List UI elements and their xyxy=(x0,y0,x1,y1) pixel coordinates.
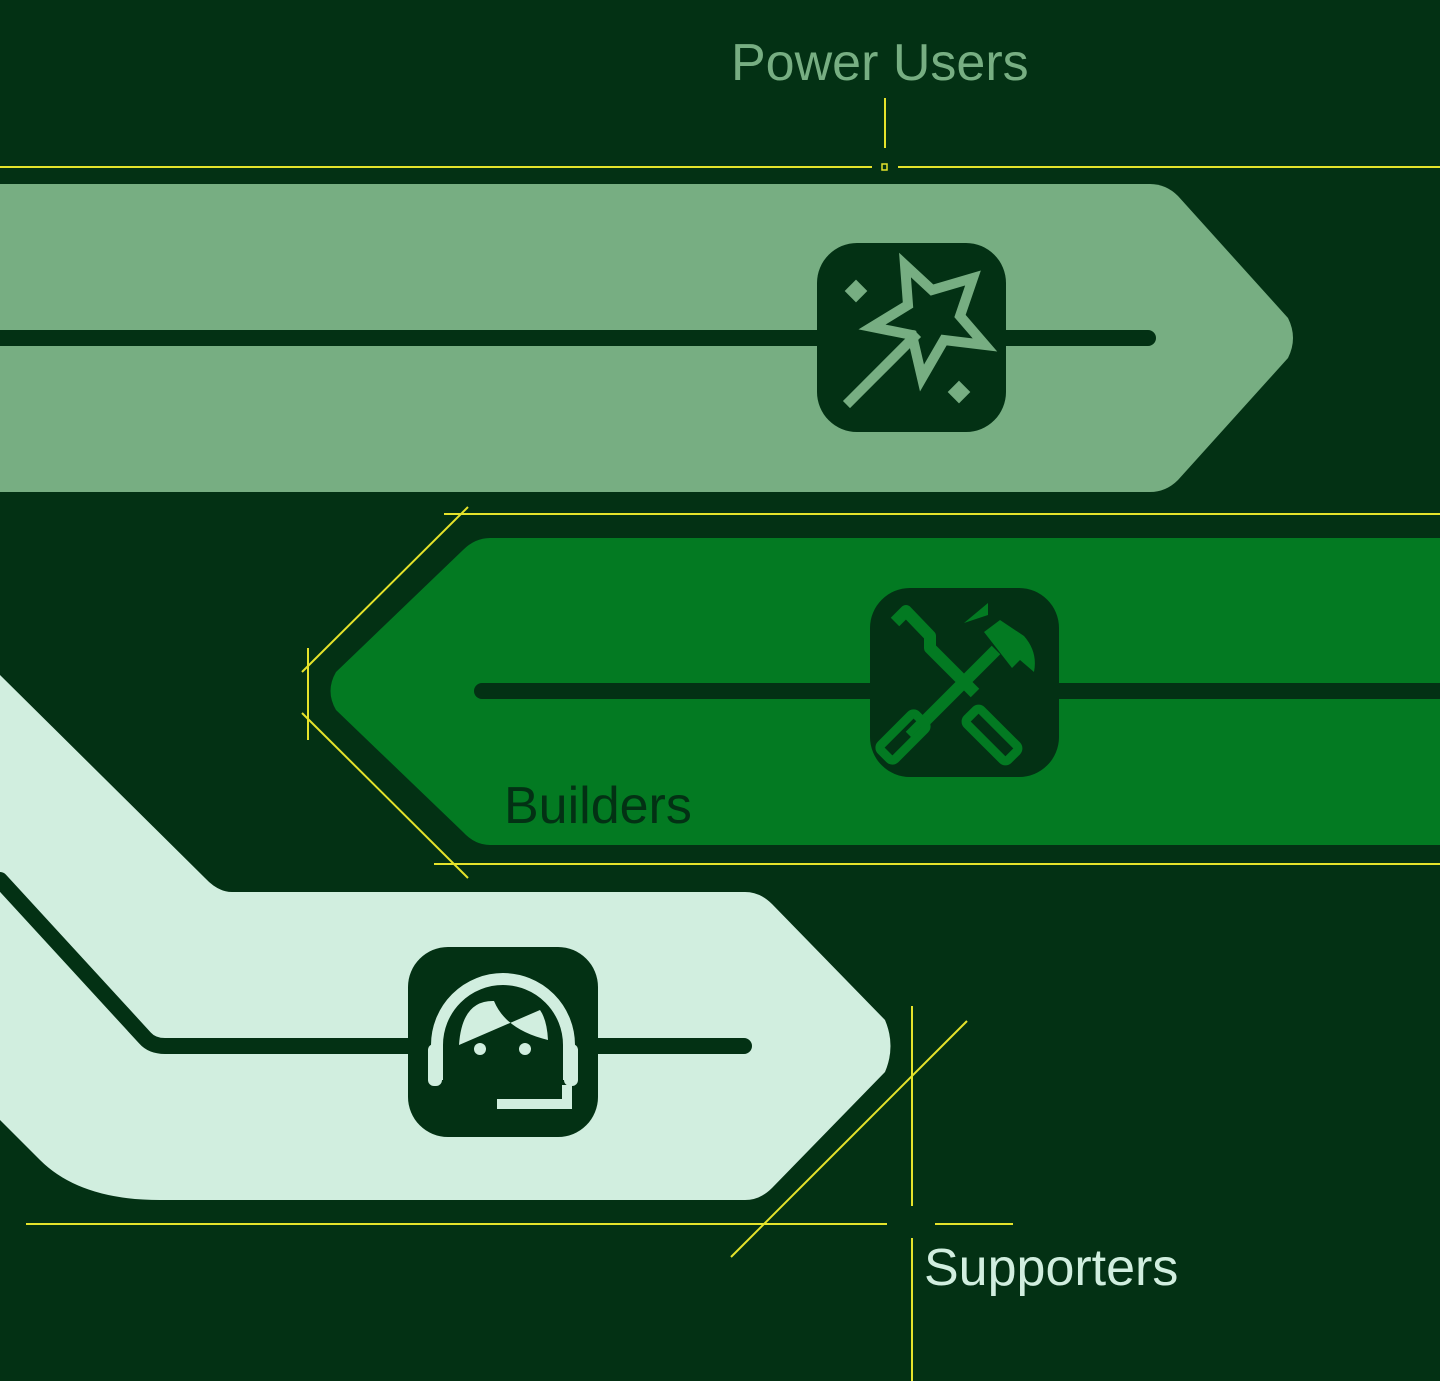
builders-band xyxy=(330,538,1440,845)
guide-lines xyxy=(0,98,1440,1381)
magic-wand-icon xyxy=(817,243,1006,432)
supporters-label: Supporters xyxy=(924,1239,1178,1297)
builders-label: Builders xyxy=(504,777,692,835)
headset-agent-icon xyxy=(408,947,598,1137)
power-users-label: Power Users xyxy=(731,34,1029,92)
supporters-band xyxy=(0,675,891,1200)
power-users-band xyxy=(0,184,1293,492)
tools-icon xyxy=(870,588,1059,777)
